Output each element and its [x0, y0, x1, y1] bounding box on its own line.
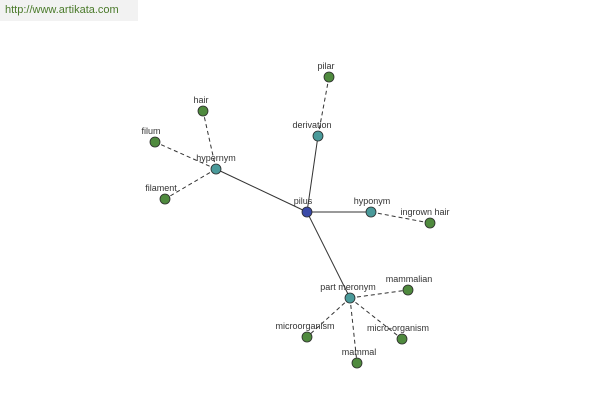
edges-layer [154, 76, 431, 364]
node-circle-hyponym[interactable] [365, 206, 377, 218]
node-hyponym[interactable]: hyponym [354, 196, 391, 218]
node-label-pilar: pilar [317, 61, 334, 71]
node-filament[interactable]: filament [145, 183, 177, 205]
node-microorganism[interactable]: microorganism [275, 321, 335, 343]
edge-part-meronym-mammalian [349, 289, 409, 299]
edge-part-meronym-microorganism [306, 297, 351, 338]
node-label-mammalian: mammalian [386, 274, 433, 284]
node-label-micro-organism: micro-organism [367, 323, 429, 333]
node-circle-pilus[interactable] [301, 206, 313, 218]
node-label-filum: filum [141, 126, 160, 136]
nodes-layer: pilus hypernym derivation hyponym part meron… [141, 61, 450, 369]
node-label-pilus: pilus [294, 196, 313, 206]
node-circle-hypernym[interactable] [210, 163, 222, 175]
node-label-microorganism: microorganism [275, 321, 334, 331]
source-url-link[interactable]: http://www.artikata.com [0, 0, 138, 21]
node-circle-mammalian[interactable] [402, 284, 414, 296]
edge-part-meronym-mammal [349, 297, 358, 364]
node-circle-filum[interactable] [149, 136, 161, 148]
edge-pilus-derivation [306, 135, 319, 213]
edge-derivation-pilar [317, 76, 330, 137]
node-circle-hair[interactable] [197, 105, 209, 117]
node-pilar[interactable]: pilar [317, 61, 335, 83]
node-label-hyponym: hyponym [354, 196, 391, 206]
node-circle-filament[interactable] [159, 193, 171, 205]
node-filum[interactable]: filum [141, 126, 161, 148]
edge-hypernym-hair [202, 110, 217, 170]
edge-pilus-part-meronym [306, 211, 351, 299]
node-mammal[interactable]: mammal [342, 347, 377, 369]
edge-hyponym-ingrown-hair [370, 211, 431, 224]
node-circle-pilar[interactable] [323, 71, 335, 83]
node-label-derivation: derivation [292, 120, 331, 130]
node-pilus[interactable]: pilus [294, 196, 313, 218]
node-label-filament: filament [145, 183, 177, 193]
node-mammalian[interactable]: mammalian [386, 274, 433, 296]
node-label-part-meronym: part meronym [320, 282, 376, 292]
node-hypernym[interactable]: hypernym [196, 153, 236, 175]
node-circle-microorganism[interactable] [301, 331, 313, 343]
edge-hypernym-filament [164, 168, 217, 200]
node-circle-mammal[interactable] [351, 357, 363, 369]
node-circle-derivation[interactable] [312, 130, 324, 142]
node-label-hair: hair [193, 95, 208, 105]
node-circle-ingrown-hair[interactable] [424, 217, 436, 229]
node-label-ingrown-hair: ingrown hair [400, 207, 449, 217]
node-circle-micro-organism[interactable] [396, 333, 408, 345]
node-label-hypernym: hypernym [196, 153, 236, 163]
node-label-mammal: mammal [342, 347, 377, 357]
node-ingrown-hair[interactable]: ingrown hair [400, 207, 450, 229]
node-micro-organism[interactable]: micro-organism [367, 323, 429, 345]
node-derivation[interactable]: derivation [292, 120, 332, 142]
node-part-meronym[interactable]: part meronym [320, 282, 376, 304]
node-circle-part-meronym[interactable] [344, 292, 356, 304]
node-hair[interactable]: hair [193, 95, 209, 117]
edge-pilus-hypernym [215, 168, 308, 213]
